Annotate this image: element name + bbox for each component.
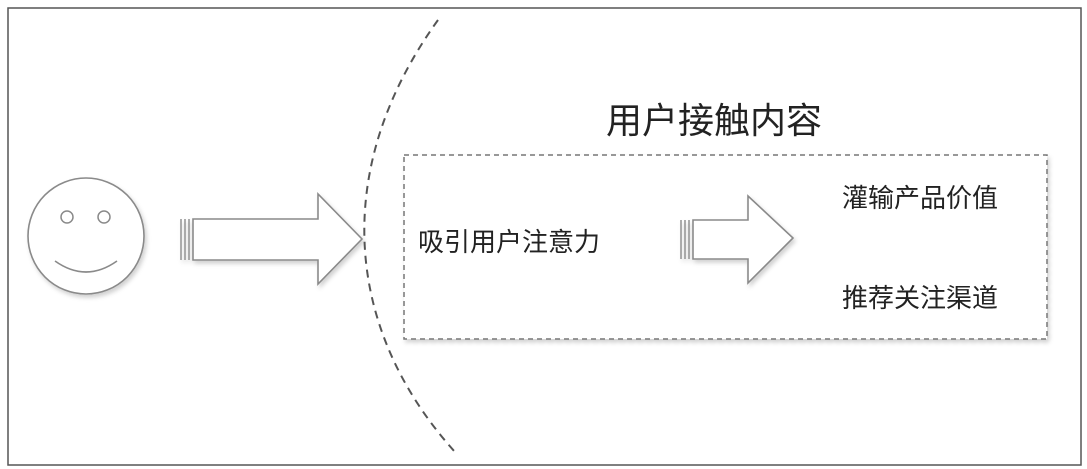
recommend-channel-label: 推荐关注渠道 xyxy=(842,284,999,314)
smiley-face-icon xyxy=(27,177,145,295)
attract-attention-label: 吸引用户注意力 xyxy=(418,228,601,258)
product-value-label: 灌输产品价值 xyxy=(842,184,999,214)
contact-boundary-arc xyxy=(363,19,456,453)
block-arrow-icon xyxy=(180,192,364,286)
small-block-arrow-icon xyxy=(680,194,795,285)
content-title: 用户接触内容 xyxy=(606,101,823,142)
